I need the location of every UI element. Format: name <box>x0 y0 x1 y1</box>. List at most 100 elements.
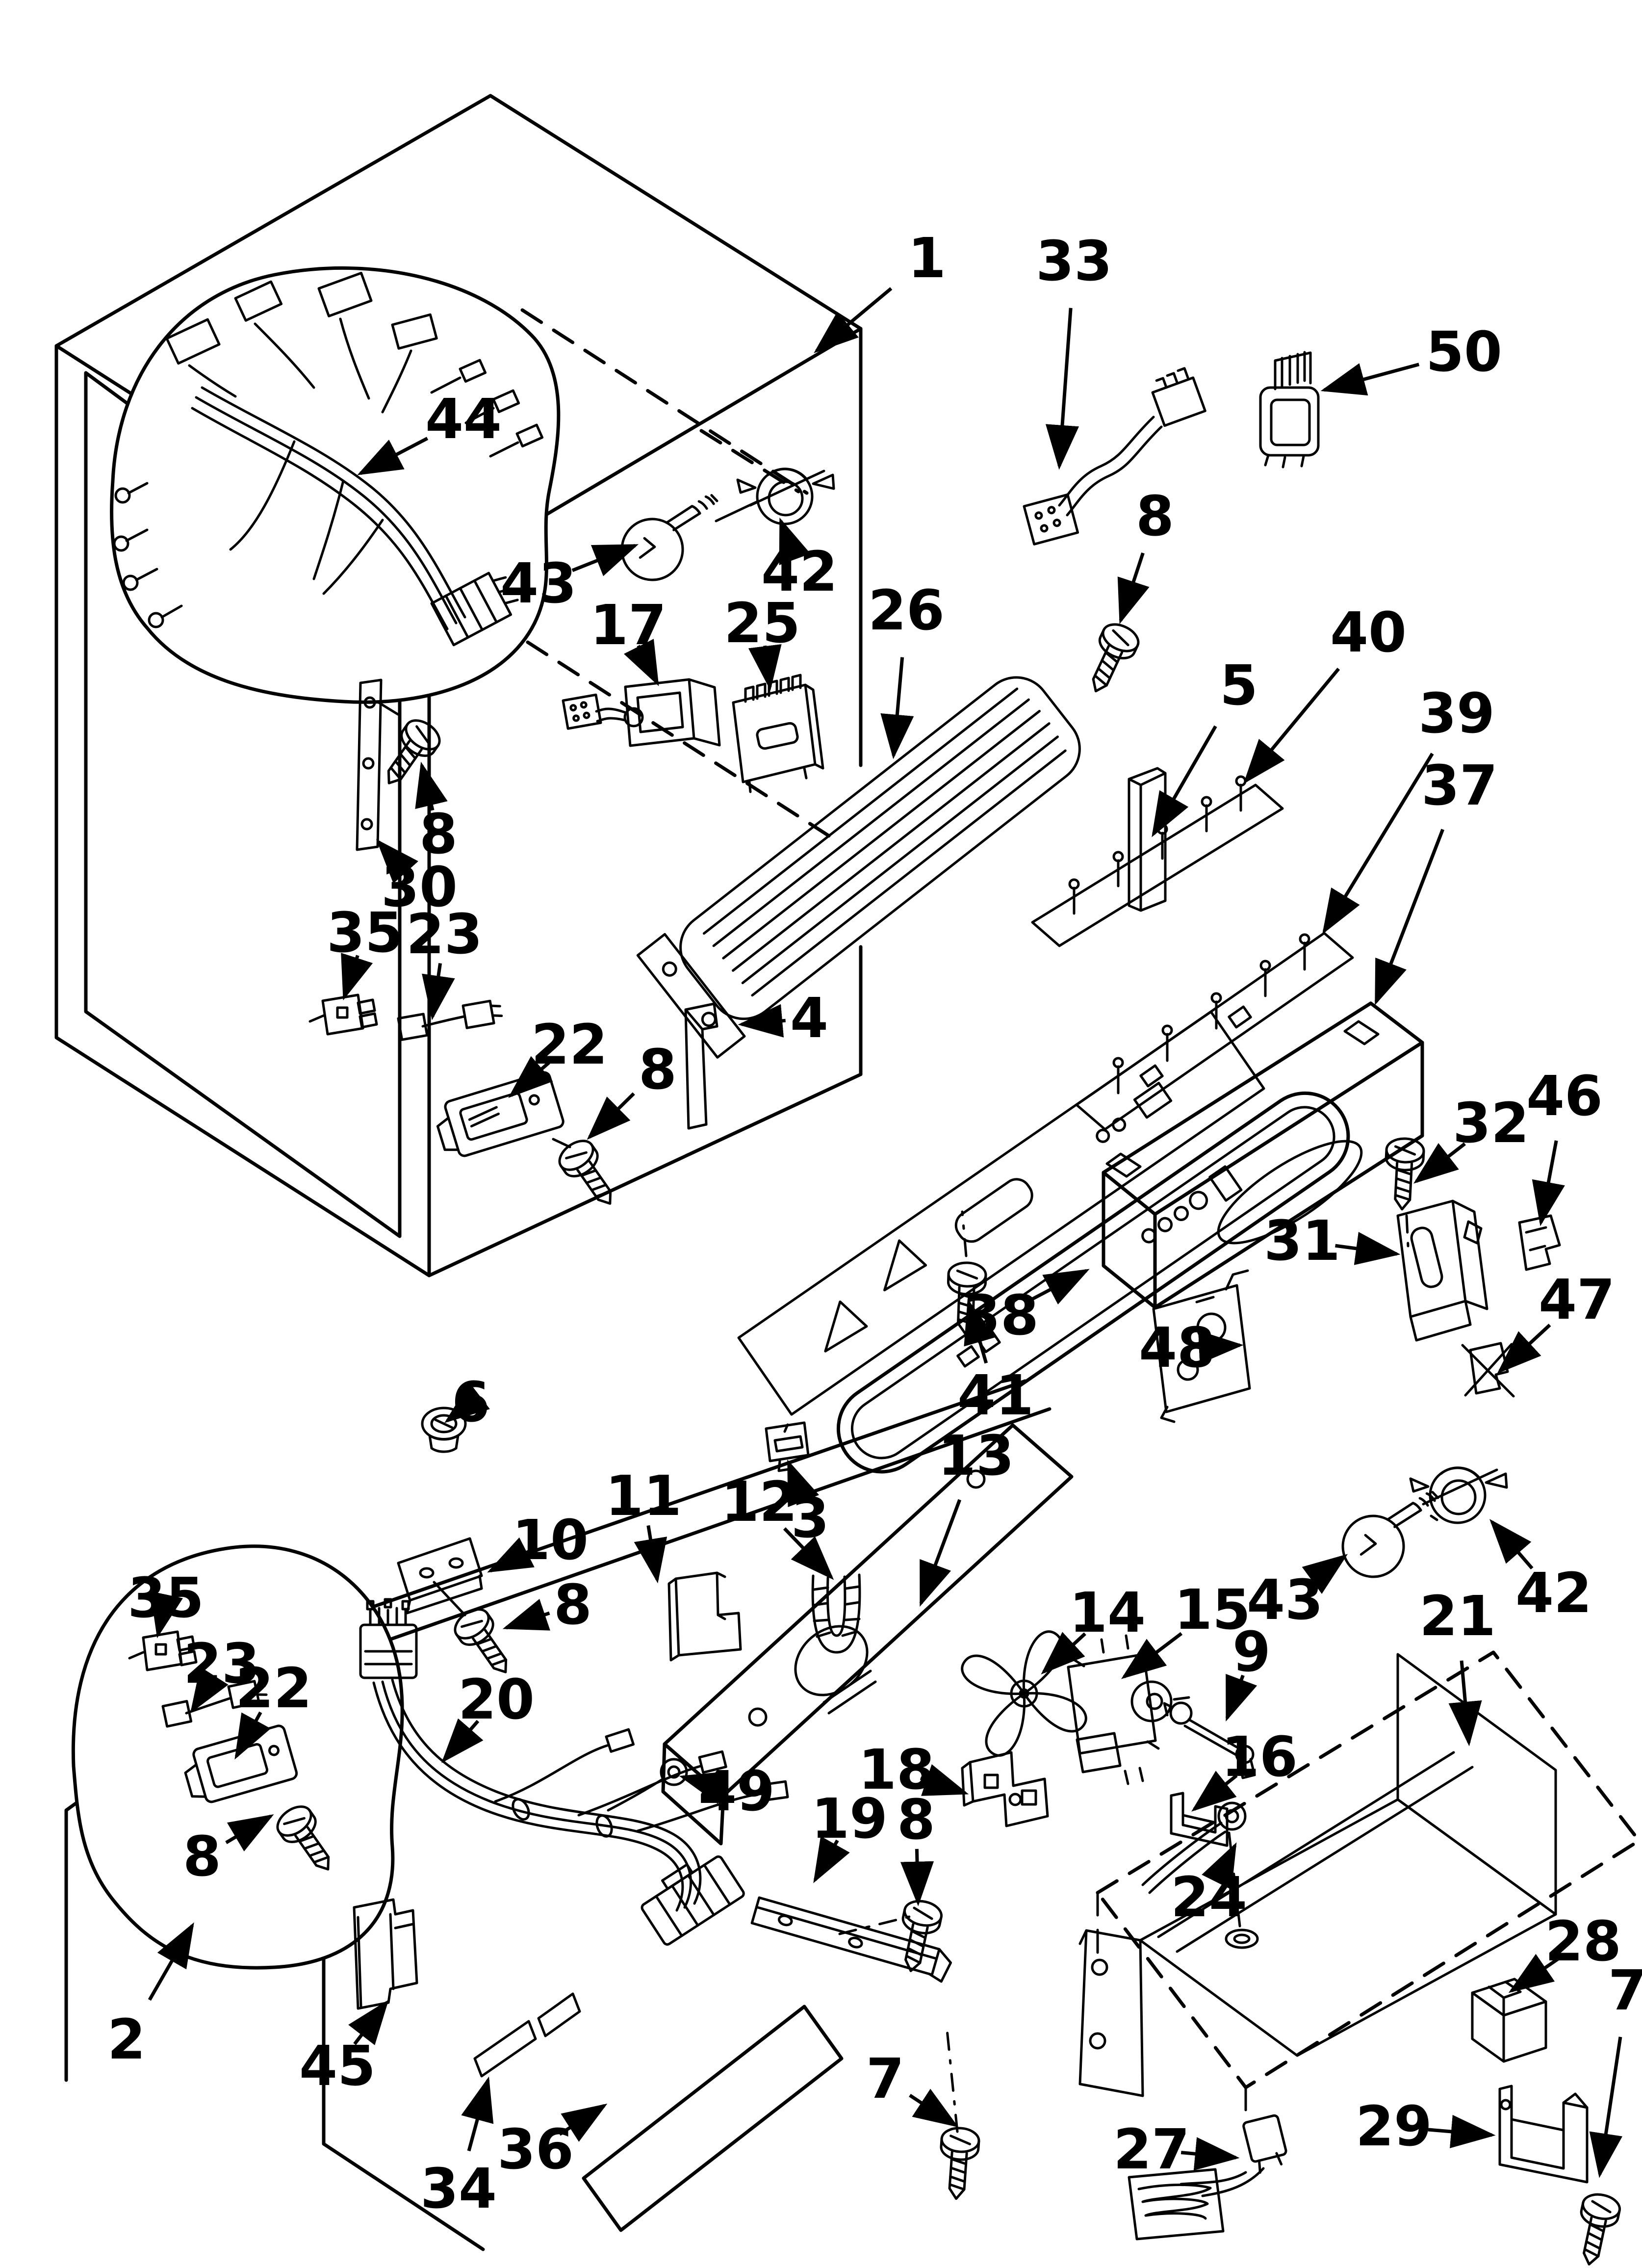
part-17-door-switch <box>562 678 721 747</box>
callout-3-32: 3 <box>787 1459 829 1550</box>
callout-30-15: 30 <box>376 839 458 919</box>
callout-arrow <box>508 1056 553 1098</box>
part-console-overlay-panel <box>737 1010 1265 1416</box>
part-10-bracket <box>397 1537 483 1616</box>
callout-4-20: 4 <box>738 987 828 1050</box>
callout-arrow <box>1428 2114 1496 2148</box>
callout-36-54: 36 <box>497 2103 608 2182</box>
part-number-label: 48 <box>1139 1316 1215 1380</box>
part-number-label: 2 <box>107 2008 146 2072</box>
callout-arrow <box>1198 1330 1244 1364</box>
part-number-label: 20 <box>458 1668 535 1732</box>
callout-arrow <box>1320 363 1420 396</box>
callout-arrow <box>1117 552 1150 625</box>
part-number-label: 49 <box>698 1760 775 1824</box>
part-number-label: 24 <box>1171 1866 1247 1929</box>
part-number-label: 16 <box>1221 1725 1298 1789</box>
part-11-support-block <box>667 1571 742 1662</box>
callout-arrow <box>783 1527 834 1580</box>
callout-43-5: 43 <box>500 544 639 616</box>
part-20-wire-harness <box>359 1598 789 1946</box>
wire-shield-blob-top <box>110 266 561 704</box>
part-number-label: 17 <box>590 594 667 657</box>
part-number-label: 50 <box>1426 320 1502 384</box>
part-number-label: 40 <box>1330 601 1407 665</box>
callout-arrow <box>441 1718 484 1763</box>
callout-24-59: 24 <box>1171 1842 1247 1929</box>
callout-arrow <box>348 1999 389 2045</box>
part-12-u-channel <box>811 1573 861 1654</box>
part-number-label: 8 <box>639 1038 677 1102</box>
part-number-label: 8 <box>183 1825 221 1889</box>
callout-arrow <box>909 2088 959 2128</box>
callout-arrow <box>1225 1673 1257 1722</box>
callout-arrow <box>1374 829 1445 1006</box>
part-40-circuit-board <box>1031 775 1284 947</box>
part-number-label: 42 <box>761 540 838 604</box>
callout-arrow <box>415 761 448 811</box>
callout-arrow <box>1322 753 1434 935</box>
callout-arrow <box>1508 1954 1559 1993</box>
callout-34-53: 34 <box>420 2076 497 2221</box>
callout-arrow <box>444 1382 490 1423</box>
part-46-clip <box>1518 1214 1561 1271</box>
callout-arrow <box>634 1525 667 1584</box>
part-29-bracket <box>1498 2085 1589 2184</box>
callout-48-26: 48 <box>1139 1316 1244 1380</box>
part-number-label: 29 <box>1356 2095 1432 2159</box>
callout-33-1: 33 <box>1036 230 1112 470</box>
part-number-label: 21 <box>1419 1585 1496 1648</box>
part-34-label-strips <box>473 1992 581 2078</box>
part-22-lamp-housing-top <box>436 1071 571 1157</box>
part-number-label: 12 <box>721 1470 797 1534</box>
callout-arrow <box>487 1537 535 1573</box>
callout-arrow <box>880 657 914 759</box>
callout-15-36: 15 <box>1121 1578 1251 1679</box>
part-number-label: 41 <box>957 1364 1034 1428</box>
callout-23-48: 23 <box>183 1632 260 1714</box>
part-number-label: 8 <box>1136 485 1174 548</box>
callout-7-60: 7 <box>1589 1959 1642 2178</box>
part-number-label: 43 <box>500 552 577 616</box>
part-48-mounting-plate <box>1152 1269 1251 1423</box>
part-19-mounting-rail <box>750 1896 952 1983</box>
callout-arrow <box>571 544 639 576</box>
callout-1-0: 1 <box>814 227 946 353</box>
part-number-label: 14 <box>1069 1581 1146 1645</box>
callout-9-37: 9 <box>1225 1620 1271 1722</box>
part-number-label: 44 <box>425 388 502 451</box>
callout-8-4: 8 <box>1117 485 1174 625</box>
bulb-socket-axis-top <box>715 500 759 522</box>
callout-22-18: 22 <box>508 1013 608 1098</box>
part-38-console-escutcheon <box>836 1091 1350 1474</box>
callout-39-12: 39 <box>1322 682 1495 935</box>
bulb-socket-axis-bottom <box>1430 1514 1438 1521</box>
callout-arrow <box>461 2076 494 2152</box>
callout-46-22: 46 <box>1526 1065 1603 1226</box>
callout-arrow <box>341 953 373 1001</box>
callout-arrow <box>148 1922 194 2001</box>
part-number-label: 30 <box>381 856 458 919</box>
callout-arrow <box>376 839 419 884</box>
part-number-label: 3 <box>791 1486 829 1550</box>
part-44-wire-harness <box>113 272 544 647</box>
part-36-panel <box>582 2005 844 2232</box>
callout-arrow <box>814 287 893 353</box>
part-number-label: 46 <box>1526 1065 1603 1128</box>
callout-arrow <box>1497 1324 1551 1374</box>
callout-49-43: 49 <box>679 1760 775 1824</box>
callout-10-33: 10 <box>487 1509 589 1573</box>
part-31-bracket <box>1396 1199 1488 1342</box>
callout-32-21: 32 <box>1413 1092 1529 1184</box>
part-number-label: 35 <box>327 901 403 965</box>
callout-arrow <box>559 2103 608 2142</box>
callout-28-57: 28 <box>1508 1910 1621 1993</box>
part-number-label: 47 <box>1539 1268 1615 1332</box>
part-number-label: 28 <box>1545 1910 1621 1974</box>
part-number-label: 18 <box>858 1738 935 1802</box>
callout-arrow <box>1335 1232 1401 1265</box>
callout-31-23: 31 <box>1264 1209 1401 1273</box>
callout-29-58: 29 <box>1356 2095 1496 2159</box>
